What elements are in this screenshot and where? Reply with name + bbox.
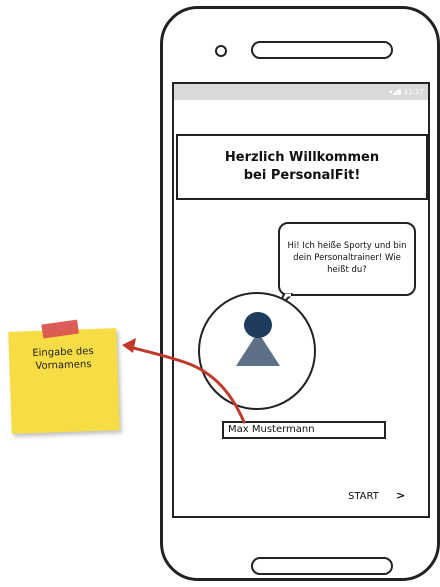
- person-head: [244, 312, 272, 338]
- status-bar: ▾◢▮ 11:17: [174, 84, 428, 100]
- chevron-right-icon: >: [396, 489, 406, 502]
- app-screen: ▾◢▮ 11:17 Herzlich Willkommen bei Person…: [172, 82, 430, 518]
- avatar: [198, 292, 316, 410]
- speech-bubble-text: Hi! Ich heiße Sporty und bin dein Person…: [287, 241, 407, 275]
- welcome-title: Herzlich Willkommen bei PersonalFit!: [224, 150, 380, 183]
- status-time: 11:17: [403, 88, 424, 96]
- sticky-note-text: Eingabe des Vornamens: [32, 345, 94, 372]
- tape-icon: [41, 319, 79, 339]
- first-name-input[interactable]: Max Mustermann: [222, 421, 386, 439]
- welcome-header: Herzlich Willkommen bei PersonalFit!: [176, 134, 428, 200]
- home-button[interactable]: [251, 557, 393, 575]
- camera-icon: [215, 45, 227, 57]
- speaker-slot: [251, 41, 393, 59]
- sticky-note: Eingabe des Vornamens: [8, 319, 120, 434]
- start-label: START: [348, 491, 379, 502]
- start-button[interactable]: START >: [348, 487, 418, 505]
- speech-bubble: Hi! Ich heiße Sporty und bin dein Person…: [278, 222, 416, 296]
- wifi-signal-battery-icon: ▾◢▮: [388, 88, 404, 96]
